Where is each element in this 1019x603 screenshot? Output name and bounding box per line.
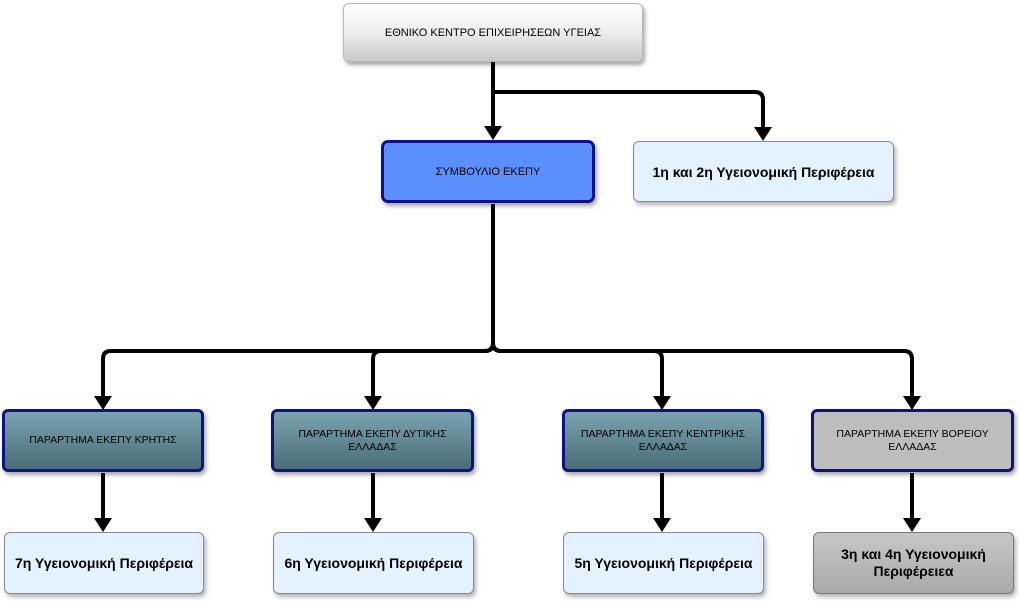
connector-branch-2 [371, 342, 495, 397]
node-region-1-2: 1η και 2η Υγειονομική Περιφέρεια [633, 141, 894, 202]
node-region-5-label: 5η Υγειονομική Περιφέρεια [574, 555, 753, 571]
node-region-3-4: 3η και 4η Υγειονομική Περιφέρειεα [813, 532, 1014, 594]
node-branch-northern-greece: ΠΑΡΑΡΤΗΜΑ ΕΚΕΠΥ ΒΟΡΕΙΟΥ ΕΛΛΑΔΑΣ [811, 409, 1014, 472]
node-branch-western-greece-label: ΠΑΡΑΡΤΗΜΑ ΕΚΕΠΥ ΔΥΤΙΚΗΣ ΕΛΛΑΔΑΣ [298, 427, 447, 453]
node-council-label: ΣΥΜΒΟΥΛΙΟ ΕΚΕΠΥ [435, 165, 541, 178]
arrowhead [653, 518, 671, 532]
connector-council-trunk [101, 204, 495, 397]
node-council: ΣΥΜΒΟΥΛΙΟ ΕΚΕΠΥ [381, 140, 595, 203]
connector-root-region12 [493, 90, 765, 128]
node-region-7-label: 7η Υγειονομική Περιφέρεια [14, 555, 194, 571]
arrowhead [903, 396, 921, 410]
node-root: ΕΘΝΙΚΟ ΚΕΝΤΡΟ ΕΠΙΧΕΙΡΗΣΕΩΝ ΥΓΕΙΑΣ [343, 3, 643, 62]
arrowhead [903, 518, 921, 532]
node-region-6-label: 6η Υγειονομική Περιφέρεια [284, 555, 463, 571]
node-region-6: 6η Υγειονομική Περιφέρεια [273, 532, 474, 594]
node-branch-central-greece-label: ΠΑΡΑΡΤΗΜΑ ΕΚΕΠΥ ΚΕΝΤΡΙΚΗΣ ΕΛΛΑΔΑΣ [580, 427, 746, 453]
node-branch-western-greece: ΠΑΡΑΡΤΗΜΑ ΕΚΕΠΥ ΔΥΤΙΚΗΣ ΕΛΛΑΔΑΣ [271, 409, 474, 472]
node-region-1-2-label: 1η και 2η Υγειονομική Περιφέρεια [652, 163, 875, 180]
node-region-7: 7η Υγειονομική Περιφέρεια [4, 532, 204, 594]
node-branch-central-greece: ΠΑΡΑΡΤΗΜΑ ΕΚΕΠΥ ΚΕΝΤΡΙΚΗΣ ΕΛΛΑΔΑΣ [562, 409, 764, 472]
arrowhead [364, 396, 382, 410]
node-branch-crete-label: ΠΑΡΑΡΤΗΜΑ ΕΚΕΠΥ ΚΡΗΤΗΣ [29, 434, 177, 446]
node-region-5: 5η Υγειονομική Περιφέρεια [563, 532, 764, 594]
node-region-3-4-label: 3η και 4η Υγειονομική Περιφέρειεα [841, 546, 986, 579]
arrowhead [653, 396, 671, 410]
arrowhead [484, 126, 502, 140]
arrowhead [754, 127, 772, 141]
arrowhead [94, 396, 112, 410]
node-branch-northern-greece-label: ΠΑΡΑΡΤΗΜΑ ΕΚΕΠΥ ΒΟΡΕΙΟΥ ΕΛΛΑΔΑΣ [836, 427, 989, 453]
connector-branch-4 [491, 342, 914, 397]
node-root-label: ΕΘΝΙΚΟ ΚΕΝΤΡΟ ΕΠΙΧΕΙΡΗΣΕΩΝ ΥΓΕΙΑΣ [384, 26, 602, 39]
node-branch-crete: ΠΑΡΑΡΤΗΜΑ ΕΚΕΠΥ ΚΡΗΤΗΣ [2, 409, 204, 472]
arrowhead [94, 518, 112, 532]
arrowhead [364, 518, 382, 532]
